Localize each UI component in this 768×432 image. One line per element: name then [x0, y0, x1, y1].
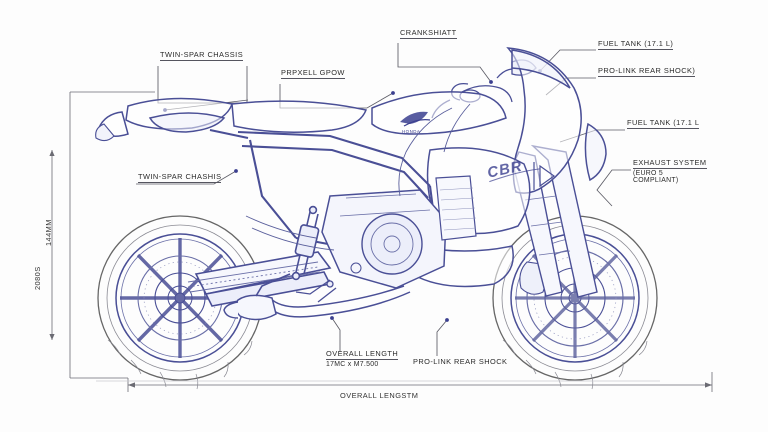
fork-detail: [524, 195, 571, 256]
callout-exhaust-line3: COMPLIANT): [633, 177, 679, 184]
windscreen: [511, 49, 571, 89]
callout-overall-length-sub: 17MC x M7.500: [326, 361, 379, 368]
callout-exhaust-line2: (EURO 5: [633, 170, 664, 177]
footpeg-assembly: [295, 279, 337, 303]
dimension-label-overall-length: OVERALL LENGSTM: [340, 391, 419, 400]
dimension-label-wheelbase: 2080S: [33, 266, 42, 290]
callout-fuel-tank-upper: FUEL TANK (17.1 L): [598, 39, 674, 50]
shock-spring-body: [294, 224, 320, 258]
header-pipe: [269, 285, 405, 308]
radiator: [435, 175, 477, 241]
front-wheel-spokes: [515, 238, 635, 358]
handlebar: [461, 85, 513, 103]
honda-wing-logo: HONDA: [400, 111, 431, 134]
leader-exhaust: [596, 169, 631, 207]
front-tyre-tread: [502, 339, 648, 390]
left-dim-arrow-top: [49, 150, 55, 156]
crankshaft-boss: [350, 262, 362, 274]
leader-dot-chassis-left: [234, 169, 238, 173]
bottom-dim-arrow-right: [705, 382, 712, 388]
muffler: [234, 294, 277, 321]
engine-assembly: [321, 189, 447, 289]
callout-exhaust-line1: EXHAUST SYSTEM: [633, 158, 707, 169]
leader-dot-shock: [445, 318, 449, 322]
callout-twin-spar-chassis-left: TWIN-SPAR CHASHIS: [138, 172, 222, 183]
cable-routing: [245, 103, 471, 251]
pillion-seat: [148, 112, 226, 133]
rider-seat: [231, 100, 368, 133]
callout-crankshaft: CRANKSHIATT: [400, 28, 457, 39]
exhaust-system: [223, 285, 411, 321]
callout-overall-length-note: OVERALL LENGTH: [326, 349, 399, 360]
pro-link-rear-shock: [255, 205, 320, 297]
left-dim-arrow-bottom: [49, 334, 55, 340]
svg-text:HONDA: HONDA: [402, 129, 420, 134]
linkage-arm: [255, 273, 291, 297]
leader-dot-parallel: [391, 91, 395, 95]
fuel-tank: [371, 91, 507, 135]
muffler-tip: [223, 301, 239, 319]
headlight: [584, 122, 607, 182]
main-spar-upper: [237, 130, 431, 187]
leader-pro-link-bottom: [436, 319, 448, 356]
frame-rear-brace: [248, 139, 297, 239]
leader-crankshaft: [397, 43, 492, 83]
tail-light: [95, 123, 115, 142]
bottom-dim-arrow-left: [128, 382, 135, 388]
rear-tyre-tread: [107, 339, 253, 390]
fairing-vent: [533, 162, 556, 190]
swingarm: [194, 251, 332, 307]
leader-twin-spar-left: [136, 170, 237, 185]
subframe-rail: [209, 128, 249, 140]
dimension-label-height: 144MM: [44, 219, 53, 246]
leader-dot-length: [330, 316, 334, 320]
callout-pro-link-rear-shock-top: PRO-LINK REAR SHOCK): [598, 66, 696, 77]
leader-overall-length-note: [331, 317, 341, 352]
main-spar-lower: [241, 144, 429, 199]
leader-dot-crankshaft: [489, 80, 493, 84]
callout-pro-link-rear-shock-bottom: PRO-LINK REAR SHOCK: [413, 357, 508, 366]
callout-parallel-grow: PRPXELL GPOW: [281, 68, 345, 79]
callout-twin-spar-chassis-top: TWIN-SPAR CHASSIS: [160, 50, 244, 61]
callout-fuel-tank-lower: FUEL TANK (17.1 L: [627, 118, 700, 129]
callout-exhaust-system: EXHAUST SYSTEM (EURO 5 COMPLIANT): [633, 158, 707, 184]
